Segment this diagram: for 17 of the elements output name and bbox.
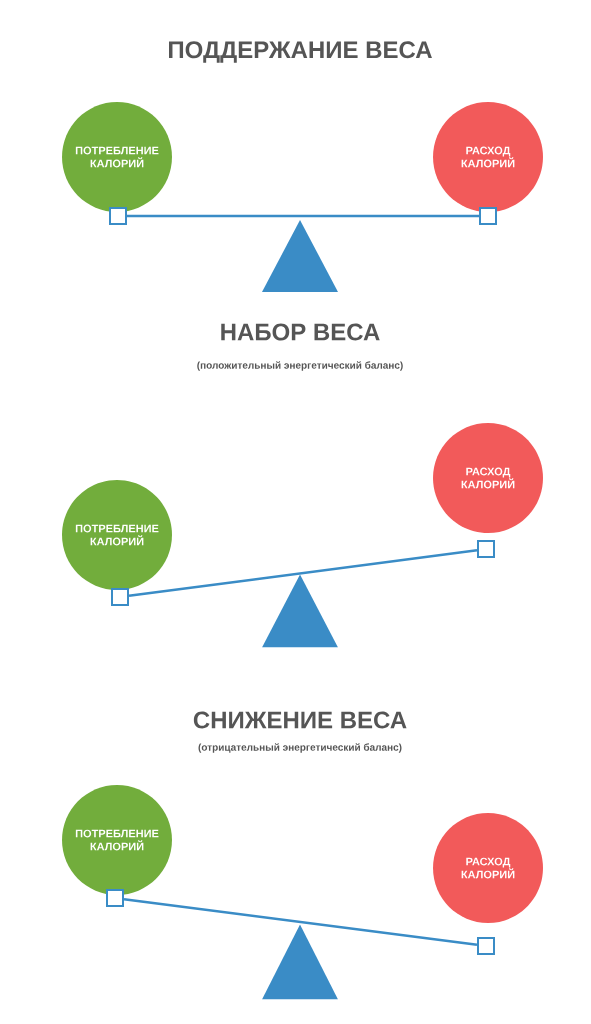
beam: [128, 548, 478, 598]
square-weight: [477, 540, 495, 558]
fulcrum-triangle: [262, 220, 338, 292]
square-weight: [111, 588, 129, 606]
heading: СНИЖЕНИЕ ВЕСА: [193, 711, 407, 729]
heading: ПОДДЕРЖАНИЕ ВЕСА: [169, 41, 432, 63]
subtitle: (отрицательный энергетический баланс): [198, 743, 402, 753]
heading: НАБОР ВЕСА: [221, 323, 380, 341]
square-weight: [109, 207, 127, 225]
square-weight: [477, 937, 495, 955]
subtitle: (положительный энергетический баланс): [197, 361, 403, 371]
fulcrum-triangle: [262, 574, 338, 648]
fulcrum-triangle: [262, 924, 338, 1000]
beam: [123, 897, 478, 947]
square-weight: [479, 207, 497, 225]
beam: [127, 214, 479, 218]
square-weight: [106, 889, 124, 907]
